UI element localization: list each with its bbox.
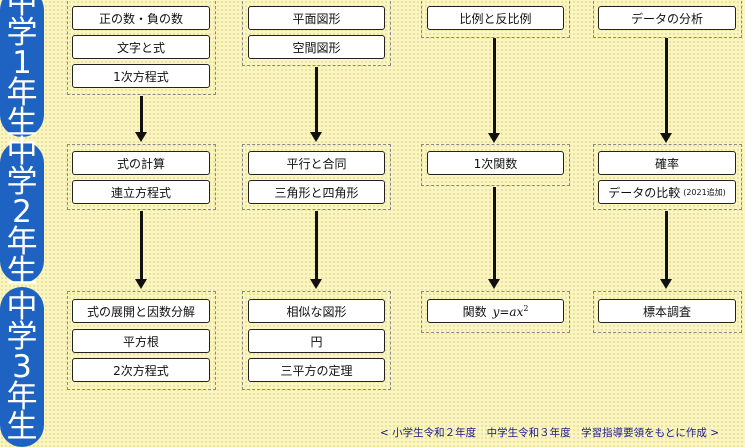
geometry-g3-topic-1: 相似な図形 (248, 299, 385, 323)
number-g2-topic-2: 連立方程式 (72, 180, 210, 204)
number-g3-topic-2: 平方根 (72, 329, 210, 353)
data-g1-group (593, 0, 742, 38)
geometry-g3-topic-3: 三平方の定理 (248, 358, 385, 382)
function-g2-topic: 1次関数 (427, 151, 564, 175)
geometry-arrow-1 (310, 67, 322, 142)
geometry-g1-group (242, 0, 391, 66)
function-g3-formula: y=ax2 (492, 303, 529, 319)
number-g1-topic-2: 文字と式 (72, 35, 210, 59)
number-g3-topic-1: 式の展開と因数分解 (72, 299, 210, 323)
geometry-g3-group (242, 291, 391, 390)
number-g2-topic-1: 式の計算 (72, 151, 210, 175)
function-g1-topic: 比例と反比例 (427, 6, 564, 30)
geometry-g1-topic-2: 空間図形 (248, 35, 385, 59)
data-g3-topic: 標本調査 (598, 299, 736, 323)
function-arrow-2 (488, 187, 500, 289)
data-g2-group (593, 144, 742, 210)
function-g1-group (421, 0, 570, 38)
data-g2-topic-1: 確率 (598, 151, 736, 175)
geometry-g1-topic-1: 平面図形 (248, 6, 385, 30)
data-g2-topic-2: データの比較 (2021追加) (598, 180, 736, 204)
geometry-g2-group (242, 144, 391, 210)
geometry-g2-topic-1: 平行と合同 (248, 151, 385, 175)
function-g3-exponent: 2 (523, 303, 529, 313)
data-g2-topic-2-label: データの比較 (608, 185, 681, 200)
number-g3-group (67, 291, 216, 390)
data-arrow-2 (660, 211, 672, 289)
number-g2-group (67, 144, 216, 210)
number-arrow-2 (135, 211, 147, 289)
number-g1-topic-3: 1次方程式 (72, 64, 210, 88)
function-g3-topic: 関数 y=ax2 (427, 299, 564, 323)
function-g3-group (421, 291, 570, 333)
geometry-g3-topic-2: 円 (248, 329, 385, 353)
number-arrow-1 (135, 96, 147, 142)
function-g3-label: 関数 (462, 304, 487, 319)
geometry-g2-topic-2: 三角形と四角形 (248, 180, 385, 204)
number-g1-topic-1: 正の数・負の数 (72, 6, 210, 30)
data-g3-group (593, 291, 742, 333)
function-arrow-1 (488, 38, 500, 143)
data-arrow-1 (660, 38, 672, 143)
data-g1-topic: データの分析 (598, 6, 736, 30)
source-footnote: < 小学生令和２年度 中学生令和３年度 学習指導要領をもとに作成 > (380, 427, 720, 439)
geometry-arrow-2 (310, 211, 322, 289)
number-g3-topic-3: 2次方程式 (72, 358, 210, 382)
function-g2-group (421, 144, 570, 186)
number-g1-group (67, 0, 216, 95)
data-g2-topic-2-note: (2021追加) (683, 187, 726, 197)
